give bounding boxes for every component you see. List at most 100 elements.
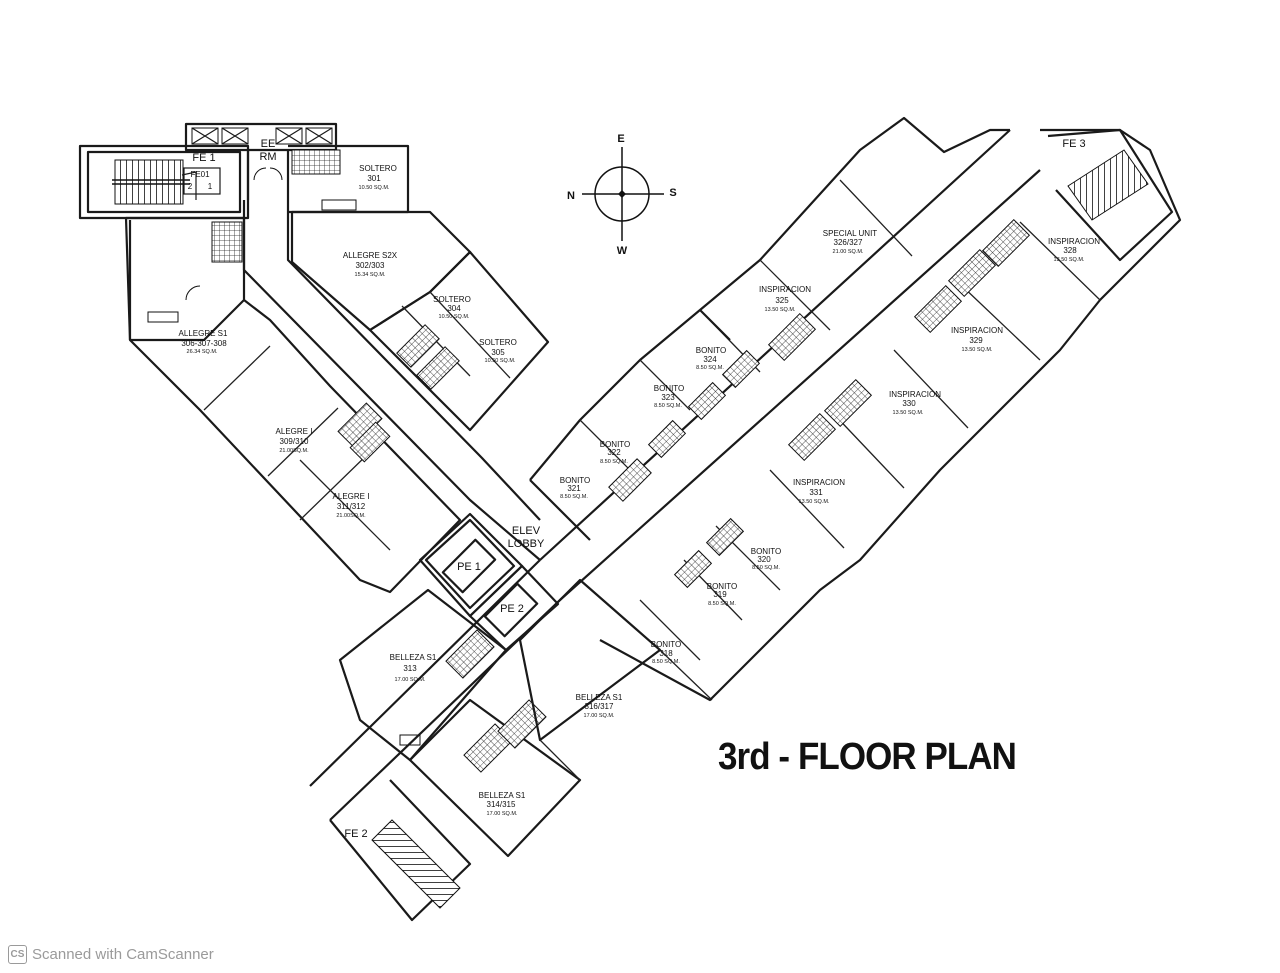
- unit-number: 326/327: [834, 238, 863, 247]
- fe2-label: FE 2: [344, 828, 367, 840]
- compass-west-label: W: [617, 245, 628, 257]
- unit-number: 325: [775, 296, 789, 305]
- unit-326-327: SPECIAL UNIT 326/327 21.00 SQ.M.: [823, 229, 877, 255]
- pe2-label: PE 2: [500, 603, 524, 615]
- unit-number: 329: [969, 336, 983, 345]
- unit-area: 8.50 SQ.M.: [708, 601, 736, 607]
- unit-area: 13.50 SQ.M.: [1054, 257, 1085, 263]
- unit-name: BONITO: [696, 346, 727, 355]
- unit-320: BONITO 320 8.50 SQ.M.: [751, 547, 782, 571]
- south-wing: [309, 129, 1041, 922]
- unit-number: 313: [403, 664, 417, 673]
- unit-329: INSPIRACION 329 13.50 SQ.M.: [951, 326, 1003, 353]
- floor-plan-title: 3rd - FLOOR PLAN: [718, 736, 1017, 778]
- elevator-core: [418, 512, 560, 652]
- unit-318: BONITO 318 8.50 SQ.M.: [651, 640, 682, 665]
- unit-area: 8.50 SQ.M.: [696, 365, 724, 371]
- unit-number: 302/303: [356, 261, 385, 270]
- unit-area: 26.34 SQ.M.: [187, 349, 218, 355]
- unit-number: 316/317: [585, 702, 614, 711]
- unit-number: 320: [757, 555, 771, 564]
- unit-324: BONITO 324 8.50 SQ.M.: [696, 346, 727, 371]
- camscanner-watermark: CS Scanned with CamScanner: [8, 945, 214, 964]
- unit-area: 17.00 SQ.M.: [487, 811, 518, 817]
- unit-name: SOLTERO: [433, 295, 471, 304]
- unit-number: 314/315: [487, 800, 516, 809]
- unit-name: SPECIAL UNIT: [823, 229, 877, 238]
- unit-area: 8.50 SQ.M.: [654, 403, 682, 409]
- unit-name: BONITO: [707, 582, 738, 591]
- unit-name: INSPIRACION: [793, 478, 845, 487]
- unit-name: BELLEZA S1: [479, 791, 526, 800]
- unit-area: 13.50 SQ.M.: [893, 410, 924, 416]
- unit-325: INSPIRACION 325 13.50 SQ.M.: [759, 285, 811, 313]
- unit-area: 13.50 SQ.M.: [799, 499, 830, 505]
- unit-name: ALEGRE I: [333, 492, 370, 501]
- unit-number: 305: [491, 348, 505, 357]
- unit-number: 306-307-308: [181, 339, 227, 348]
- unit-name: ALLEGRE S1: [179, 329, 228, 338]
- ee-rm-label-line2: RM: [259, 151, 276, 163]
- unit-area: 15.34 SQ.M.: [355, 272, 386, 278]
- unit-328: INSPIRACION 328 13.50 SQ.M.: [1048, 237, 1100, 263]
- unit-316-317: BELLEZA S1 316/317 17.00 SQ.M.: [576, 693, 623, 719]
- unit-number: 319: [713, 590, 727, 599]
- unit-number: 318: [659, 649, 673, 658]
- fe1-label: FE 1: [192, 152, 215, 164]
- watermark-text: Scanned with CamScanner: [32, 946, 214, 963]
- unit-area: 10.50 SQ.M.: [485, 358, 516, 364]
- unit-number: 301: [367, 174, 381, 183]
- unit-306-307-308: ALLEGRE S1 306-307-308 26.34 SQ.M.: [179, 329, 228, 355]
- unit-area: 10.50 SQ.M.: [439, 314, 470, 320]
- unit-number: 309/310: [280, 437, 309, 446]
- unit-name: SOLTERO: [359, 164, 397, 173]
- unit-322: BONITO 322 8.50 SQ.M.: [600, 440, 631, 465]
- unit-area: 10.50 SQ.M.: [359, 185, 390, 191]
- unit-name: BONITO: [751, 547, 782, 556]
- unit-name: BONITO: [654, 384, 685, 393]
- unit-330: INSPIRACION 330 13.50 SQ.M.: [889, 390, 941, 416]
- unit-number: 324: [703, 355, 717, 364]
- unit-304: SOLTERO 304 10.50 SQ.M.: [433, 295, 471, 320]
- unit-number: 321: [567, 484, 581, 493]
- unit-number: 323: [661, 393, 675, 402]
- compass-north-label: N: [567, 190, 575, 202]
- unit-321: BONITO 321 8.50 SQ.M.: [560, 476, 591, 500]
- unit-323: BONITO 323 8.50 SQ.M.: [654, 384, 685, 409]
- east-wing: [529, 116, 1182, 702]
- unit-area: 21.00SQ.M.: [279, 448, 309, 454]
- unit-number: 330: [902, 399, 916, 408]
- unit-area: 21.00SQ.M.: [336, 513, 366, 519]
- fe01-2-label: 2: [188, 182, 193, 191]
- unit-name: BONITO: [651, 640, 682, 649]
- unit-305: SOLTERO 305 10.50 SQ.M.: [479, 338, 517, 364]
- pe1-label: PE 1: [457, 561, 481, 573]
- unit-area: 17.00 SQ.M.: [395, 677, 426, 683]
- unit-311-312: ALEGRE I 311/312 21.00SQ.M.: [333, 492, 370, 519]
- unit-area: 8.50 SQ.M.: [752, 565, 780, 571]
- unit-area: 8.50 SQ.M.: [600, 459, 628, 465]
- unit-302-303: ALLEGRE S2X 302/303 15.34 SQ.M.: [343, 251, 398, 278]
- unit-313: BELLEZA S1 313 17.00 SQ.M.: [390, 653, 437, 683]
- elev-lobby-label-line2: LOBBY: [508, 538, 545, 550]
- fe01-label: FE01: [190, 170, 210, 179]
- unit-area: 21.00 SQ.M.: [833, 249, 864, 255]
- unit-309-310: ALEGRE I 309/310 21.00SQ.M.: [276, 427, 313, 454]
- fe3-label: FE 3: [1062, 138, 1085, 150]
- unit-name: INSPIRACION: [1048, 237, 1100, 246]
- unit-area: 13.50 SQ.M.: [765, 307, 796, 313]
- unit-301: SOLTERO 301 10.50 SQ.M.: [359, 164, 397, 191]
- north-wing: [78, 122, 550, 594]
- camscanner-logo-icon: CS: [8, 945, 27, 964]
- unit-name: INSPIRACION: [951, 326, 1003, 335]
- fe01-1-label: 1: [208, 182, 213, 191]
- elev-lobby-label-line1: ELEV: [512, 525, 541, 537]
- unit-area: 8.50 SQ.M.: [652, 659, 680, 665]
- unit-number: 331: [809, 488, 823, 497]
- unit-name: ALLEGRE S2X: [343, 251, 398, 260]
- unit-name: BELLEZA S1: [390, 653, 437, 662]
- unit-name: BONITO: [560, 476, 591, 485]
- unit-area: 13.50 SQ.M.: [962, 347, 993, 353]
- unit-name: INSPIRACION: [759, 285, 811, 294]
